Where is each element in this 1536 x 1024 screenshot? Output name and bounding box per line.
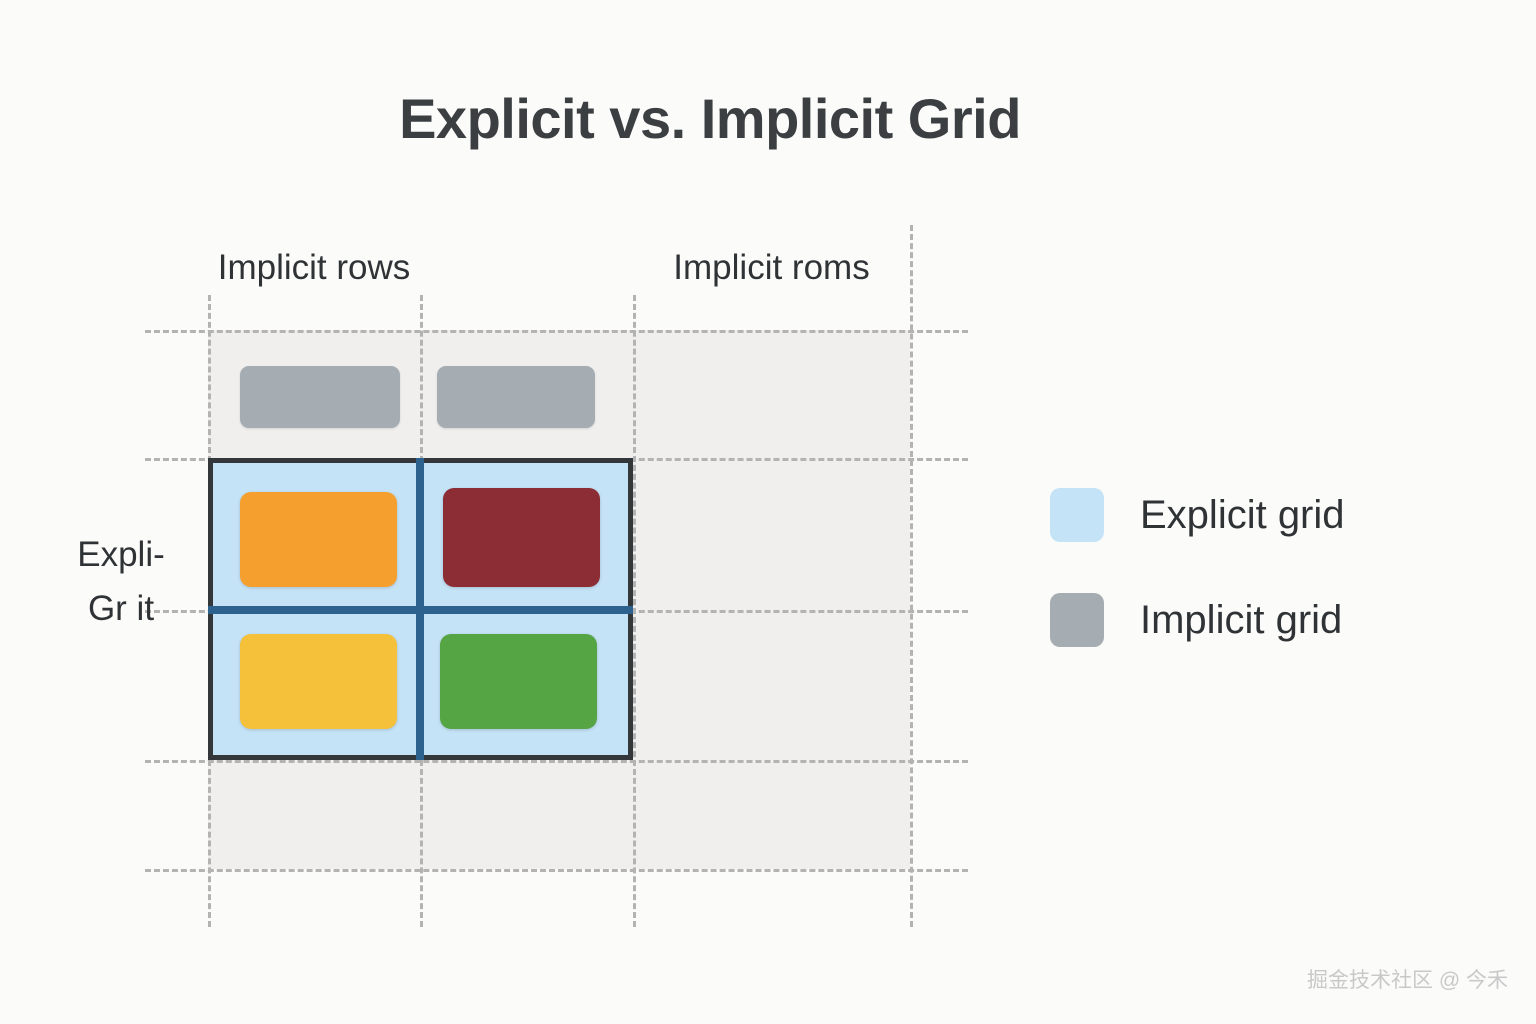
page-title: Explicit vs. Implicit Grid bbox=[399, 87, 1021, 150]
legend-label-implicit-grid: Implicit grid bbox=[1140, 597, 1343, 642]
legend-swatch-explicit-grid bbox=[1050, 488, 1104, 542]
row-label-line-1: Expli- bbox=[77, 535, 165, 574]
implicit-item-2 bbox=[437, 366, 595, 428]
guide-line-horizontal-4 bbox=[145, 760, 968, 763]
explicit-grid-row-divider bbox=[208, 606, 633, 614]
guide-line-horizontal-5 bbox=[145, 869, 968, 872]
guide-line-horizontal-1 bbox=[145, 330, 968, 333]
explicit-item-darkred bbox=[443, 488, 600, 587]
legend: Explicit grid Implicit grid bbox=[1050, 487, 1345, 697]
column-label-implicit-roms: Implicit roms bbox=[673, 248, 870, 287]
implicit-item-1 bbox=[240, 366, 400, 428]
explicit-item-yellow bbox=[240, 634, 397, 729]
legend-label-explicit-grid: Explicit grid bbox=[1140, 492, 1345, 537]
legend-item-implicit-grid: Implicit grid bbox=[1050, 592, 1345, 648]
column-label-implicit-rows: Implicit rows bbox=[217, 248, 411, 287]
row-label-line-2: Gr it bbox=[87, 589, 155, 629]
row-label-explicit-grid: Expli- Gr it bbox=[46, 528, 196, 637]
guide-line-vertical-4 bbox=[910, 225, 913, 927]
explicit-item-green bbox=[440, 634, 597, 729]
watermark: 掘金技术社区 @ 今禾 bbox=[1307, 969, 1508, 992]
legend-item-explicit-grid: Explicit grid bbox=[1050, 487, 1345, 543]
legend-swatch-implicit-grid bbox=[1050, 593, 1104, 647]
explicit-item-orange bbox=[240, 492, 397, 587]
